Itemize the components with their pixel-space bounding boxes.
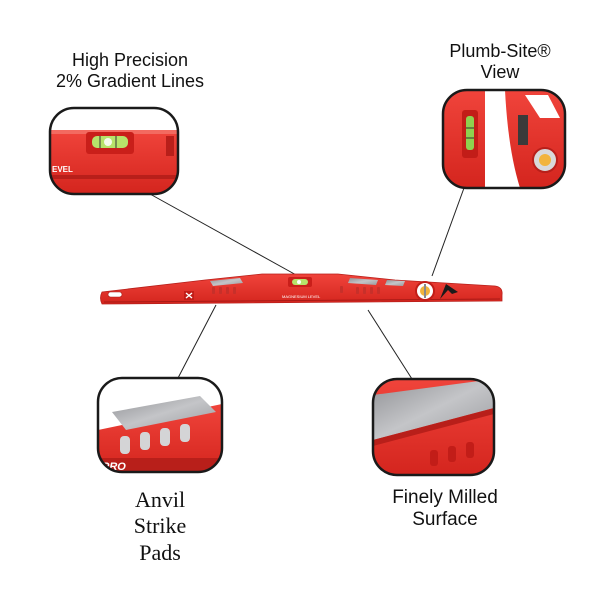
callout-milled [371,377,496,477]
zoom-label-anvil: PRO [102,461,126,473]
caption-high-precision: High Precision 2% Gradient Lines [55,50,205,91]
hang-hole [107,291,123,298]
connector-plumb-site [431,187,465,277]
level-base-edge [103,298,501,303]
connector-anvil [177,304,217,379]
bubble-vial-icon [288,277,312,287]
caption-plumb-site: Plumb-Site® View [449,41,551,82]
zoom-label-left: EVEL [52,165,73,174]
level-product: MAGNESIUM LEVEL [100,273,503,305]
anvil-pad-left [210,278,243,294]
arrow-logo-icon [440,284,458,299]
anvil-pad-right [340,278,380,294]
caption-finely-milled: Finely Milled Surface [392,487,498,530]
callout-connectors [149,187,465,380]
level-engraving: MAGNESIUM LEVEL [282,294,321,299]
callout-plumb-site [441,88,567,190]
caption-anvil-strike-pads: Anvil Strike Pads [133,487,187,565]
connector-milled [367,309,413,380]
connector-high-precision [149,193,299,277]
callout-high-precision: EVEL [48,106,180,196]
plumb-window-icon [415,281,435,301]
callout-anvil: PRO [96,376,224,474]
brand-x-icon [184,291,194,300]
anvil-pad-right-2 [385,280,405,286]
